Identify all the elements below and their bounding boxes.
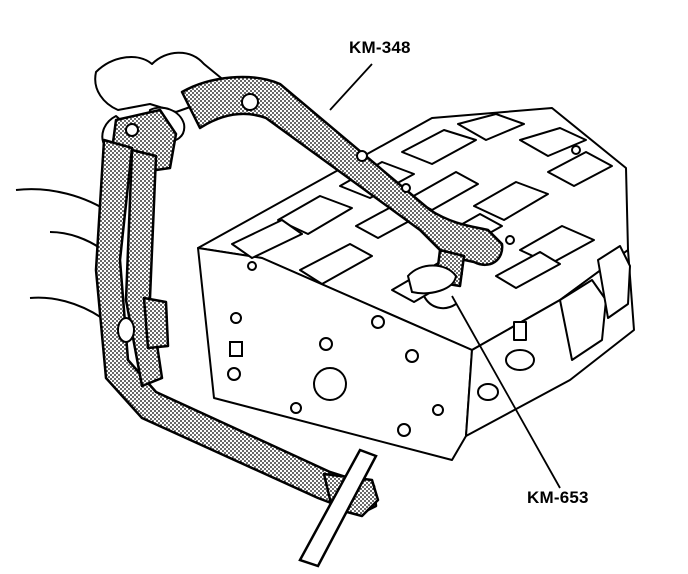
cylinder-head [197, 107, 635, 461]
tool-km653 [406, 264, 458, 310]
callout-leaders [329, 63, 561, 489]
tool-pivot-bolts [117, 93, 411, 343]
label-km653: KM-653 [527, 488, 589, 507]
leader-km348 [329, 63, 373, 111]
head-front-holes [227, 145, 581, 437]
leader-km653 [451, 295, 561, 489]
label-km348: KM-348 [349, 38, 411, 57]
handle-rod [298, 448, 378, 568]
